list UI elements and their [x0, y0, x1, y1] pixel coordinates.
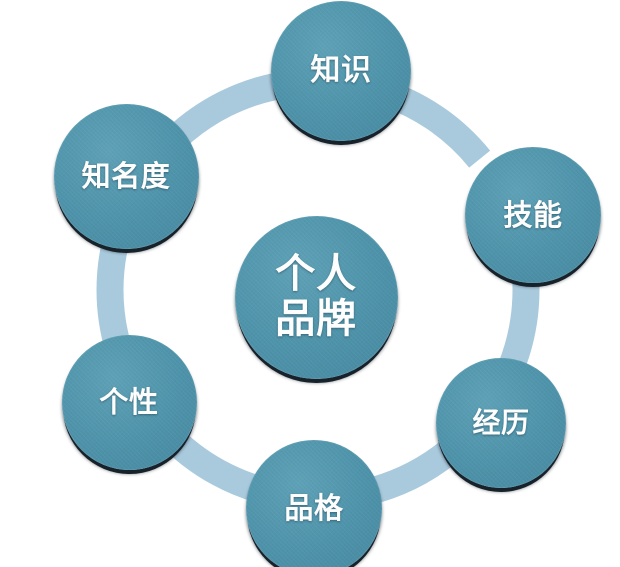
texture-overlay	[234, 215, 398, 379]
node-character-label: 品格	[284, 490, 344, 525]
node-knowledge[interactable]: 知识	[271, 1, 411, 141]
texture-overlay	[246, 440, 382, 567]
texture-overlay	[465, 147, 601, 283]
node-personal-brand-hub[interactable]: 个人 品牌	[234, 215, 398, 379]
node-personal-brand-label: 个人 品牌	[275, 251, 357, 342]
node-experience-label: 经历	[472, 406, 530, 440]
texture-overlay	[53, 103, 199, 249]
texture-overlay	[436, 358, 566, 488]
node-reputation-label: 知名度	[81, 158, 171, 193]
node-knowledge-label: 知识	[310, 53, 372, 89]
node-personality[interactable]: 个性	[61, 334, 197, 470]
texture-overlay	[271, 1, 411, 141]
node-skills-label: 技能	[503, 197, 563, 232]
node-character[interactable]: 品格	[246, 440, 382, 567]
node-skills[interactable]: 技能	[465, 147, 601, 283]
node-personality-label: 个性	[99, 384, 159, 419]
arc-knowledge-skills	[384, 81, 491, 168]
node-reputation[interactable]: 知名度	[53, 103, 199, 249]
texture-overlay	[61, 334, 197, 470]
node-experience[interactable]: 经历	[436, 358, 566, 488]
